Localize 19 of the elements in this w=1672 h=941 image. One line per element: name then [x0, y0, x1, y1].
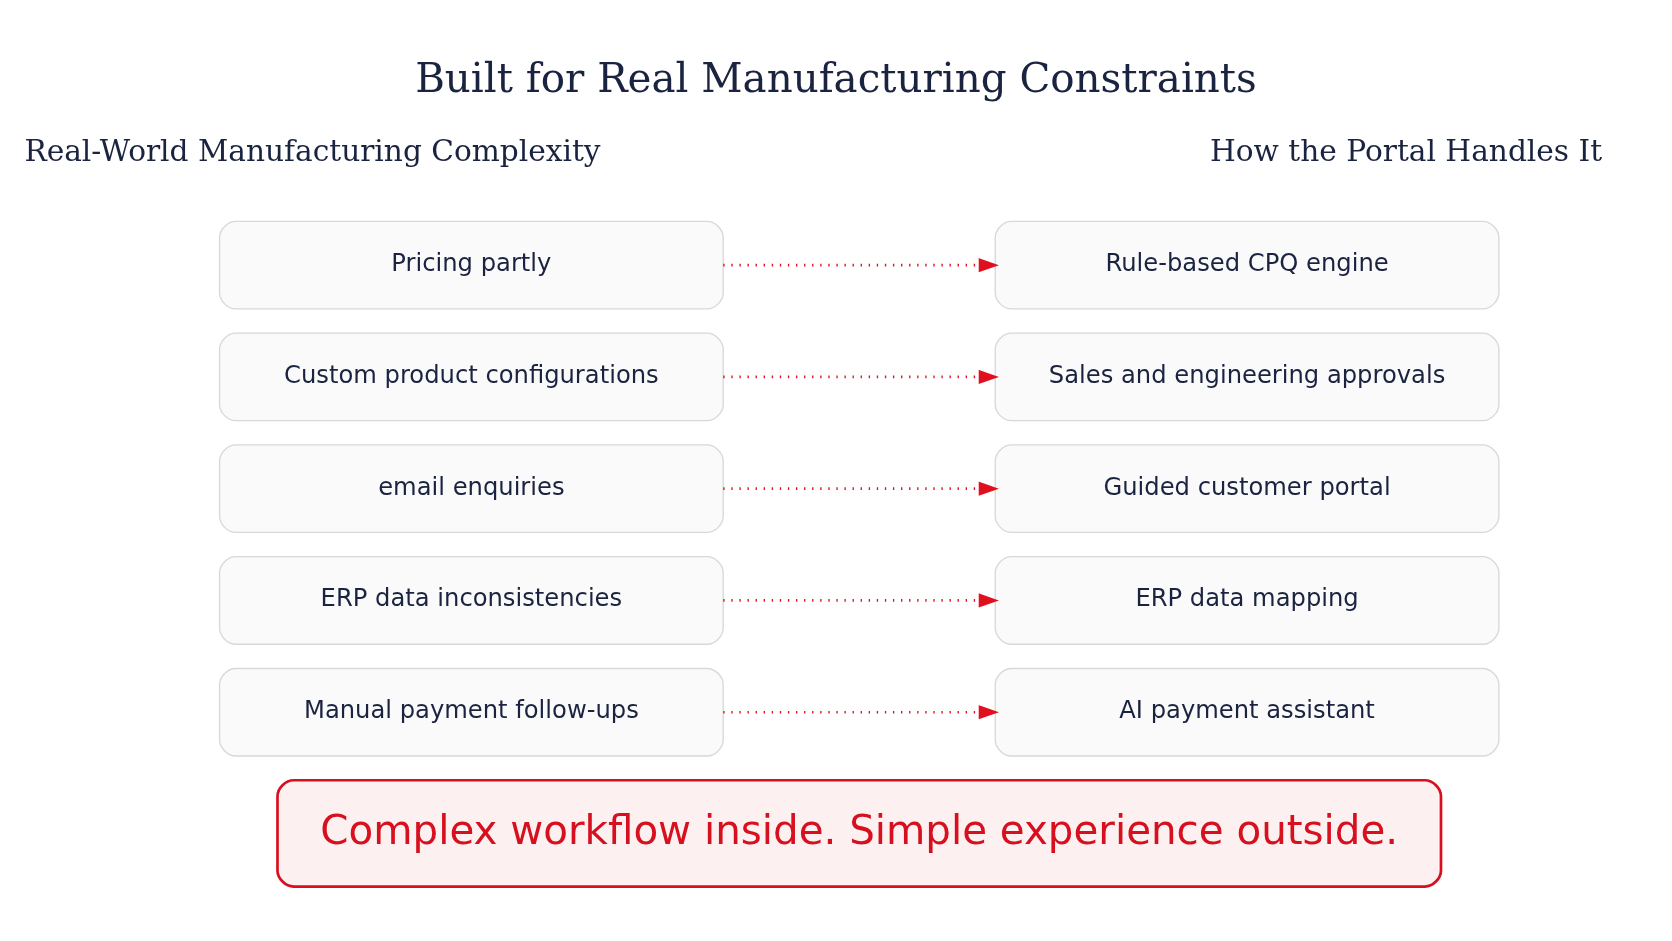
arrow [723, 705, 999, 720]
node-box: Pricing partly [218, 220, 724, 310]
diagram-title: Built for Real Manufacturing Constraints [415, 55, 1257, 103]
arrow [723, 481, 999, 496]
arrow [723, 258, 999, 273]
node-box: ERP data inconsistencies [218, 556, 724, 645]
arrow [723, 593, 999, 608]
node-box: Guided customer portal [994, 444, 1500, 534]
node-box: AI payment assistant [994, 667, 1500, 757]
node-box: Custom product configurations [218, 332, 724, 422]
node-box: Complex workflow inside. Simple experience outside. [276, 778, 1443, 888]
arrow [723, 369, 999, 384]
node-box: Rule-based CPQ engine [994, 220, 1500, 310]
label: How the Portal Handles It [1209, 133, 1603, 168]
node-box: Manual payment follow-ups [218, 667, 724, 757]
node-box: email enquiries [218, 444, 724, 534]
label: Real-World Manufacturing Complexity [24, 133, 601, 168]
node-box: Sales and engineering approvals [994, 332, 1500, 422]
node-box: ERP data mapping [994, 556, 1500, 645]
